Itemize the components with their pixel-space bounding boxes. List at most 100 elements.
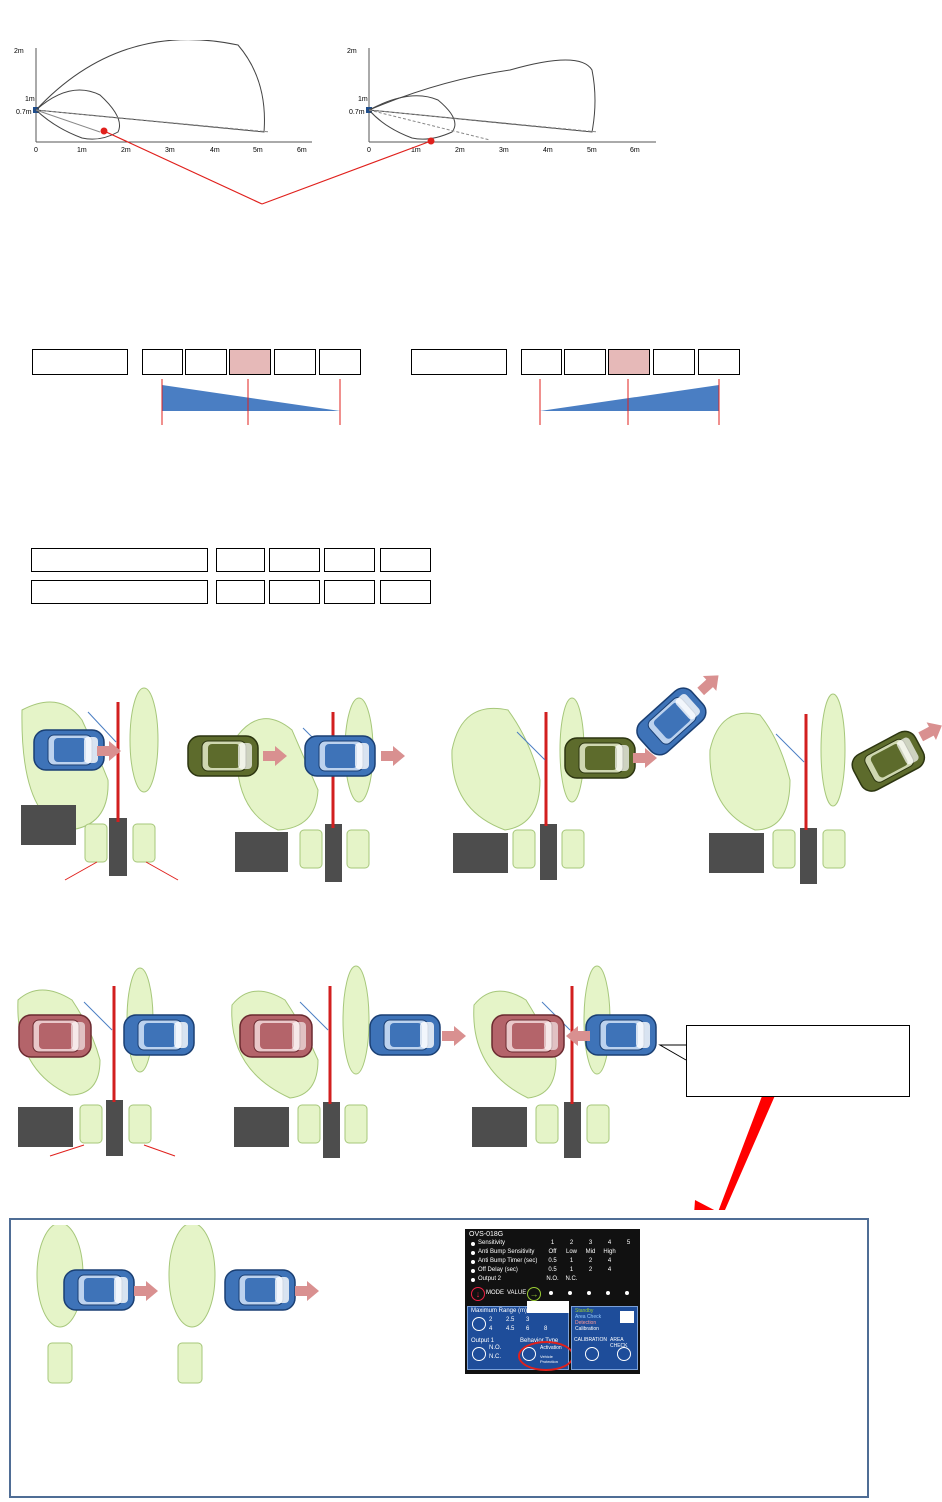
setting-cell-right-2 xyxy=(564,349,606,375)
setting-label-box-right xyxy=(411,349,507,375)
setting-cell-left-3-default xyxy=(229,349,271,375)
setting-cell-right-1 xyxy=(521,349,562,375)
graph2-xtick-1: 1m xyxy=(411,147,421,154)
row-bullet xyxy=(471,1260,475,1264)
graph2-xtick-5: 5m xyxy=(587,147,597,154)
far-detection-area xyxy=(368,59,596,133)
table-row1-label xyxy=(31,548,208,572)
far-detection-area xyxy=(35,40,265,133)
led-5 xyxy=(625,1291,629,1295)
setting-cell-left-4 xyxy=(274,349,316,375)
legend-detection: Detection xyxy=(575,1320,597,1326)
setting-cell-left-1 xyxy=(142,349,183,375)
output1-dial[interactable] xyxy=(472,1347,486,1361)
led-2 xyxy=(568,1291,572,1295)
cell: N.C. xyxy=(565,1276,578,1282)
value-right-icon[interactable]: → xyxy=(527,1287,541,1301)
range-opt-3: 3 xyxy=(526,1317,530,1323)
graph1-xtick-6: 6m xyxy=(297,147,307,154)
cell: 2 xyxy=(588,1258,593,1264)
col-header-1: 1 xyxy=(550,1240,555,1246)
graph2-xtick-2: 2m xyxy=(455,147,465,154)
mode-label: MODE xyxy=(486,1290,504,1296)
scene-5 xyxy=(17,967,195,1157)
graph1-ytick-1m: 1m xyxy=(25,96,35,103)
graph2-xtick-6: 6m xyxy=(630,147,640,154)
cell: 4 xyxy=(607,1258,612,1264)
output1-label: Output 1 xyxy=(471,1338,495,1344)
led-1 xyxy=(549,1291,553,1295)
legend-area-check: Area Check xyxy=(575,1314,602,1320)
cell: Mid xyxy=(585,1249,596,1255)
graph2-xtick-3: 3m xyxy=(499,147,509,154)
col-header-5: 5 xyxy=(626,1240,631,1246)
detection-range-graph-left: 2m 1m 0.7m 0 1m 2m 3m 4m 5m 6m xyxy=(14,40,312,154)
setting-cell-right-3-default xyxy=(608,349,650,375)
range-dial[interactable] xyxy=(472,1317,486,1331)
setting-cell-right-4 xyxy=(653,349,695,375)
graph1-xtick-4: 4m xyxy=(210,147,220,154)
scene-4 xyxy=(709,693,942,884)
cell: 1 xyxy=(569,1267,574,1273)
detection-range-graph-right: 2m 1m 0.7m 0 1m 2m 3m 4m 5m 6m xyxy=(347,48,656,154)
output1-no: N.O. xyxy=(489,1345,502,1351)
vehicle-protection-frame xyxy=(9,1218,869,1498)
calibration-button[interactable] xyxy=(585,1347,599,1361)
range-opt-25: 2.5 xyxy=(506,1317,515,1323)
area-check-button[interactable] xyxy=(617,1347,631,1361)
row-anti-bump-sensitivity: Anti Bump Sensitivity xyxy=(478,1249,535,1255)
graph1-xtick-3: 3m xyxy=(165,147,175,154)
row-output-2: Output 2 xyxy=(478,1276,502,1282)
range-opt-2: 2 xyxy=(489,1317,493,1323)
range-opt-4: 4 xyxy=(489,1326,493,1332)
output1-nc: N.C. xyxy=(489,1354,501,1360)
row-anti-bump-timer: Anti Bump Timer (sec) xyxy=(478,1258,538,1264)
scene-3 xyxy=(451,667,726,880)
led-4 xyxy=(606,1291,610,1295)
graph1-xtick-1: 1m xyxy=(77,147,87,154)
pointer-lines xyxy=(103,130,432,205)
row-bullet xyxy=(471,1278,475,1282)
cell: 0.5 xyxy=(548,1267,557,1273)
graph1-xtick-0: 0 xyxy=(34,147,38,154)
graph1-ytick-2m: 2m xyxy=(14,48,24,55)
table-row1-cell1 xyxy=(216,548,265,572)
legend-standby: Standby xyxy=(575,1308,594,1314)
near-detection-area xyxy=(35,89,120,140)
mode-down-icon[interactable]: ↓ xyxy=(471,1287,485,1301)
max-range-label: Maximum Range (m) xyxy=(471,1308,528,1314)
graph2-ytick-07m: 0.7m xyxy=(349,109,365,116)
cell: N.O. xyxy=(546,1276,559,1282)
row-bullet xyxy=(471,1269,475,1273)
graph2-xtick-4: 4m xyxy=(543,147,553,154)
gate-scenes xyxy=(17,667,942,1210)
range-opt-45: 4.5 xyxy=(506,1326,515,1332)
graph2-xtick-0: 0 xyxy=(367,147,371,154)
status-panel: Standby Area Check Detection Calibration… xyxy=(571,1306,638,1370)
graph2-ytick-1m: 1m xyxy=(358,96,368,103)
scene-6 xyxy=(231,965,466,1158)
range-opt-8: 8 xyxy=(544,1326,548,1332)
area-check-label: AREA CHECK xyxy=(610,1337,628,1349)
setting-cell-left-5 xyxy=(319,349,361,375)
increasing-wedge xyxy=(540,385,719,411)
cell: Low xyxy=(565,1249,577,1255)
table-row2-cell3 xyxy=(324,580,375,604)
table-row2-cell1 xyxy=(216,580,265,604)
row-off-delay: Off Delay (sec) xyxy=(478,1267,518,1273)
graph1-ytick-07m: 0.7m xyxy=(16,109,32,116)
led-3 xyxy=(587,1291,591,1295)
scene-1 xyxy=(21,687,179,881)
near-detection-area xyxy=(368,95,456,140)
mode-value-row: ↓ MODE VALUE → xyxy=(469,1287,637,1301)
callout-box xyxy=(686,1025,910,1097)
table-row1-cell3 xyxy=(324,548,375,572)
calibration-label: CALIBRATION xyxy=(574,1337,607,1343)
value-label: VALUE xyxy=(507,1290,527,1296)
table-row2-label xyxy=(31,580,208,604)
legend-calibration: Calibration xyxy=(575,1326,599,1332)
cell: Off xyxy=(548,1249,557,1255)
row-sensitivity: Sensitivity xyxy=(478,1240,506,1246)
status-display xyxy=(620,1311,634,1323)
range-output-panel: Maximum Range (m) 2 2.5 3 4 4.5 6 8 Outp… xyxy=(467,1306,574,1371)
